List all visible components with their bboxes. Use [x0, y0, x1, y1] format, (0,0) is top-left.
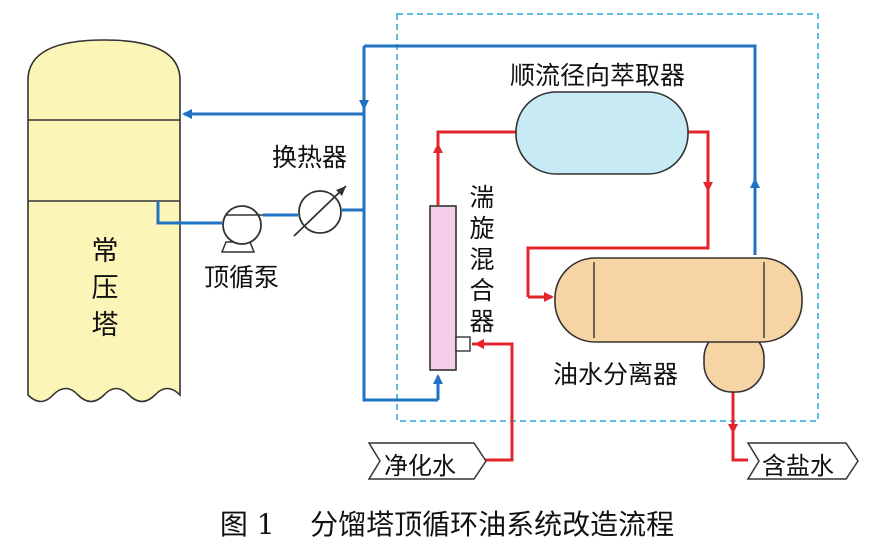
figure-caption: 图 1 分馏塔顶循环油系统改造流程 [0, 503, 894, 543]
exchanger-label: 换热器 [272, 143, 348, 172]
heat-exchanger-symbol [293, 185, 347, 237]
vortex-mixer [429, 205, 471, 371]
purified-water-tag [367, 442, 487, 480]
figure-title: 分馏塔顶循环油系统改造流程 [310, 508, 675, 541]
separator-label: 油水分离器 [553, 360, 679, 389]
water-lines [433, 130, 748, 462]
atmospheric-tower [27, 39, 181, 403]
pump-label: 顶循泵 [204, 263, 280, 292]
modification-boundary [396, 13, 819, 422]
tower-label: 常压塔 [91, 236, 119, 341]
radial-extractor [515, 91, 689, 175]
salt-water-tag [746, 442, 859, 480]
extractor-label: 顺流径向萃取器 [510, 61, 686, 90]
figure-number: 图 1 [219, 508, 275, 541]
purified-water-label: 净化水 [384, 452, 456, 480]
oil-water-separator [554, 257, 803, 393]
top-pump-symbol [220, 205, 263, 253]
oil-lines [156, 44, 760, 402]
salt-water-label: 含盐水 [762, 452, 834, 480]
mixer-label: 湍旋混合器 [469, 183, 495, 336]
